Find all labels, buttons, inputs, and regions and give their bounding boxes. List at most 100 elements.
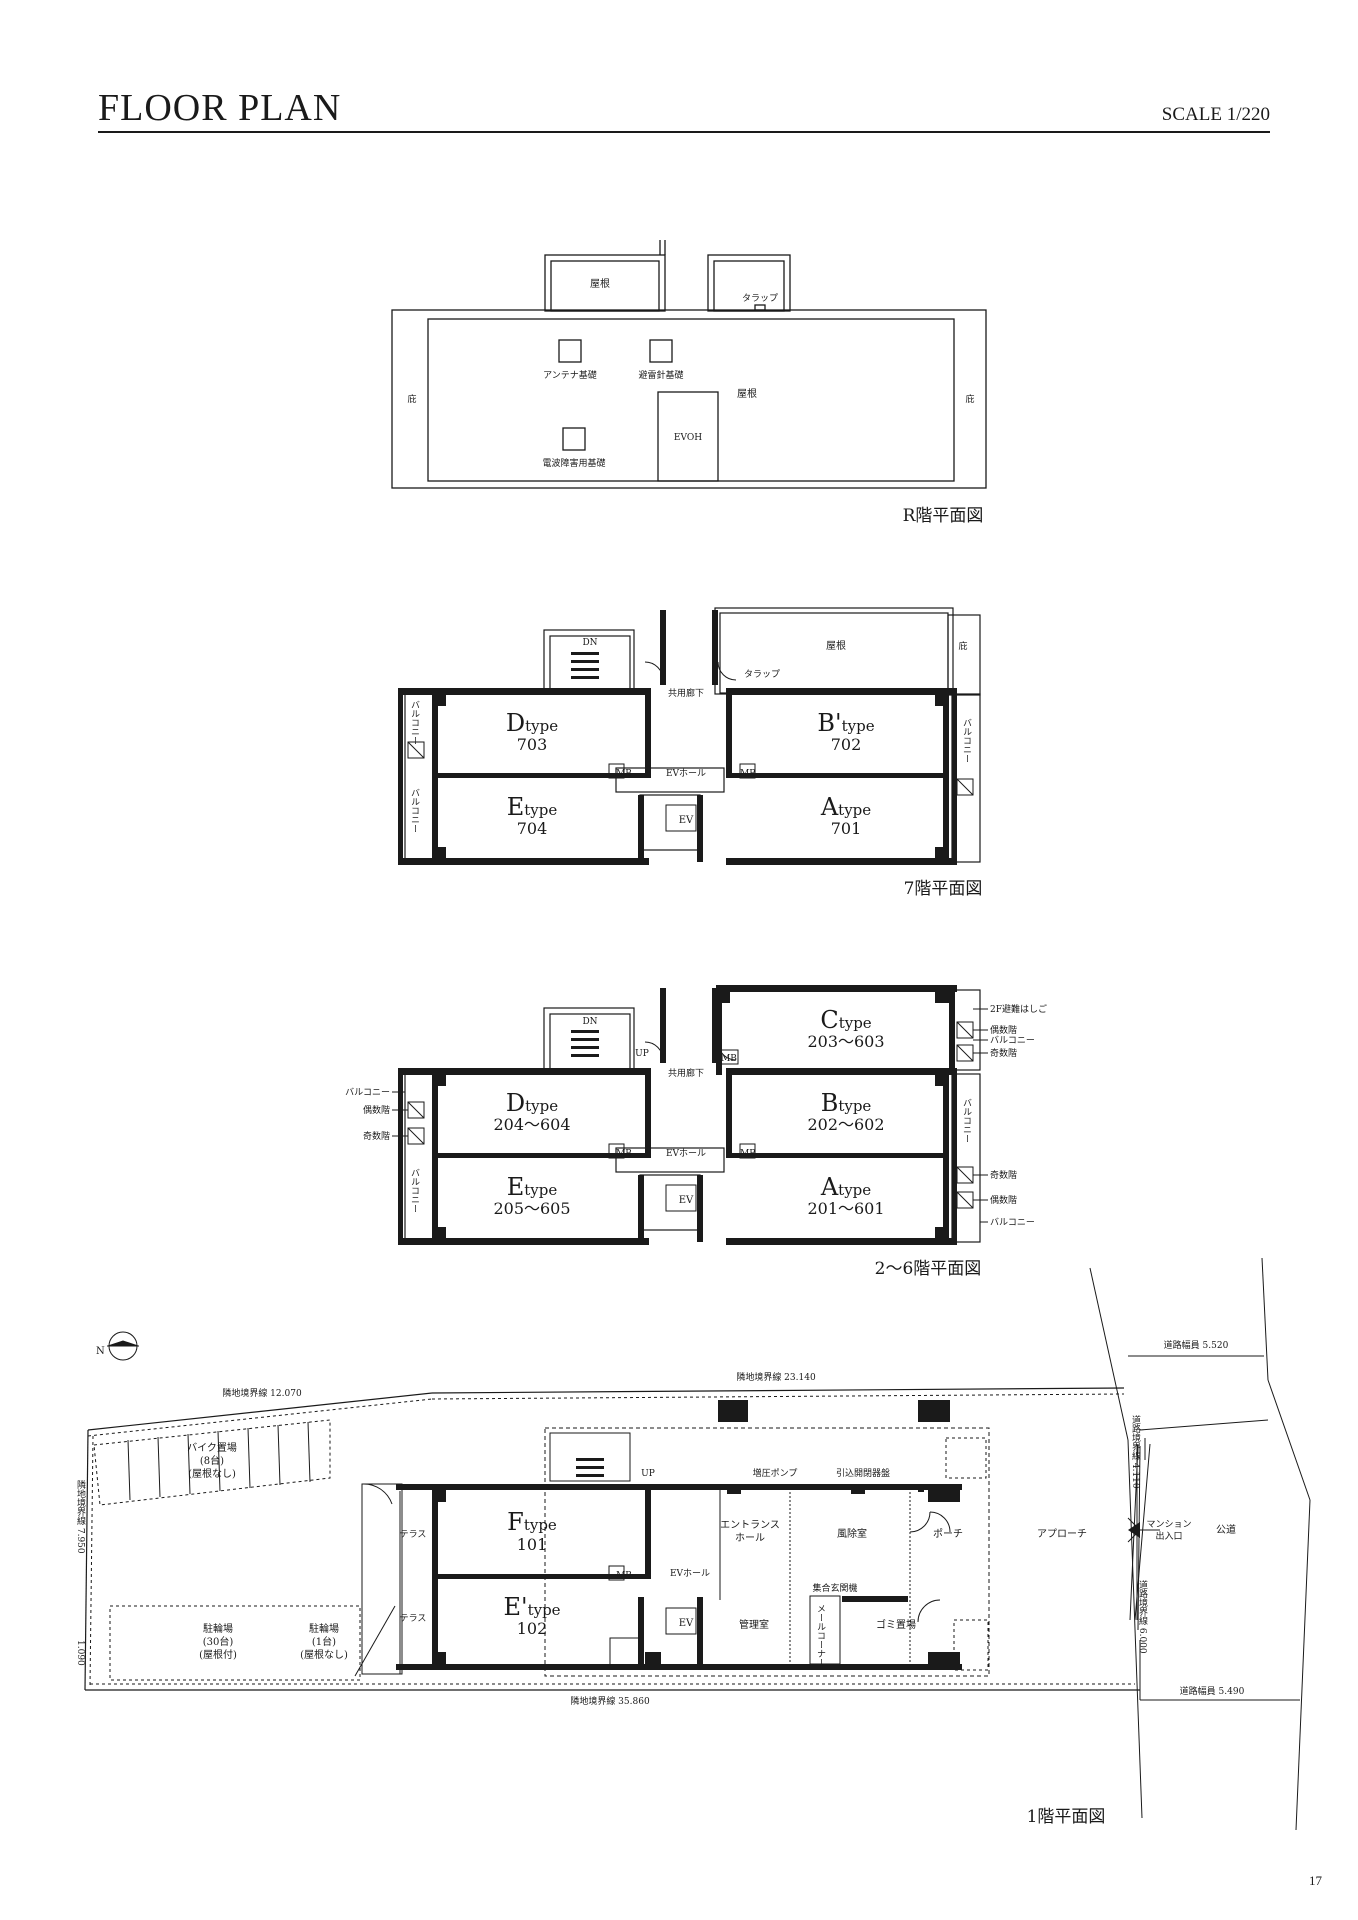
page-title: FLOOR PLAN [98, 87, 342, 129]
floor2-escape-ladder: 2F避難はしご [990, 1003, 1047, 1015]
floor7-mb-right: MB [740, 769, 756, 779]
svg-text:204〜604: 204〜604 [493, 1115, 570, 1134]
svg-text:Dtype: Dtype [506, 709, 558, 737]
svg-text:704: 704 [517, 819, 548, 838]
mansion-entrance-l2: 出入口 [1155, 1530, 1182, 1542]
svg-text:203〜603: 203〜603 [807, 1032, 884, 1051]
floor1-caption: 1階平面図 [1027, 1807, 1106, 1827]
porch-label: ポーチ [933, 1528, 963, 1540]
bike-parking-l1: バイク置場 [187, 1441, 237, 1454]
terrace-label-1: テラス [400, 1529, 427, 1540]
unit-704: Etype 704 [507, 793, 558, 838]
evoh-label: EVOH [674, 433, 702, 443]
svg-text:202〜602: 202〜602 [807, 1115, 884, 1134]
floor2-balcony-left-callout: バルコニー [345, 1087, 390, 1098]
roof-floor-caption: R階平面図 [903, 506, 984, 526]
svg-text:B'type: B'type [817, 709, 874, 737]
page-number: 17 [1309, 1873, 1322, 1888]
management-room-label: 管理室 [739, 1618, 769, 1631]
floor2to6-plan: DN UP 共用廊下 EVホール EV MB MB MB バルコニー バルコニー… [345, 985, 1047, 1279]
unit-702: B'type 702 [817, 709, 874, 754]
floor2-odd-right-2: 奇数階 [990, 1169, 1017, 1181]
floor7-trap-label: タラップ [744, 669, 780, 680]
floor7-caption: 7階平面図 [904, 879, 983, 899]
header-rule [98, 131, 1270, 133]
svg-text:Atype: Atype [820, 1173, 871, 1201]
svg-text:703: 703 [517, 735, 548, 754]
unit-204-604: Dtype 204〜604 [493, 1089, 570, 1134]
floor2-balcony-lb: バルコニー [409, 1168, 420, 1213]
antenna-base-label: アンテナ基礎 [543, 369, 597, 381]
svg-text:E'type: E'type [503, 1593, 560, 1621]
switchgear-label: 引込開閉器盤 [836, 1467, 890, 1479]
floor2-balcony-right-2: バルコニー [990, 1217, 1035, 1228]
floor2-dn: DN [582, 1017, 597, 1027]
svg-text:Ftype: Ftype [507, 1508, 557, 1536]
svg-text:205〜605: 205〜605 [493, 1199, 570, 1218]
trap-label: タラップ [742, 293, 778, 304]
mail-corner-label: メールコーナー [815, 1604, 826, 1667]
unit-203-603: Ctype 203〜603 [807, 1006, 884, 1051]
boundary-bottom-label: 隣地境界線 35.860 [570, 1695, 650, 1707]
svg-text:Dtype: Dtype [506, 1089, 558, 1117]
floor1-site-plan: N 隣地境界線 12.070 隣地境界線 23.140 隣地境界線 7.950 … [75, 1257, 1311, 1831]
floor2-mb-right: MB [740, 1149, 756, 1159]
scale-label: SCALE 1/220 [1161, 104, 1270, 125]
boundary-corner-label: 1.090 [75, 1640, 85, 1666]
boundary-top-right-label: 隣地境界線 23.140 [736, 1371, 816, 1383]
svg-text:201〜601: 201〜601 [807, 1199, 884, 1218]
north-label: N [96, 1346, 105, 1357]
eave-left-label: 庇 [407, 393, 416, 405]
booster-pump-label: 増圧ポンプ [753, 1467, 798, 1479]
bike-parking-l3: (屋根なし) [188, 1467, 236, 1480]
svg-text:Atype: Atype [820, 793, 871, 821]
bicycle-b-l2: (1台) [312, 1635, 336, 1648]
road-boundary-2-label: 道路境界線 6.000 [1137, 1579, 1148, 1654]
svg-text:702: 702 [831, 735, 862, 754]
unit-201-601: Atype 201〜601 [807, 1173, 884, 1218]
floor2-balcony-right-1: バルコニー [990, 1035, 1035, 1046]
floor7-ev-hall-label: EVホール [666, 768, 706, 779]
floor2-ev-hall-label: EVホール [666, 1148, 706, 1159]
floor2-even-right-2: 偶数階 [990, 1194, 1017, 1206]
floor2-odd-right-1: 奇数階 [990, 1047, 1017, 1059]
svg-text:Btype: Btype [821, 1089, 872, 1117]
svg-text:Etype: Etype [507, 1173, 558, 1201]
bike-parking-l2: (8台) [200, 1454, 224, 1467]
roof-floor-plan [391, 240, 987, 489]
eave-right-label: 庇 [965, 393, 974, 405]
floor2-even-left: 偶数階 [363, 1104, 390, 1116]
radio-base-label: 電波障害用基礎 [542, 457, 605, 469]
bicycle-a-l3: (屋根付) [199, 1648, 237, 1661]
floor2-up: UP [635, 1049, 649, 1059]
unit-202-602: Btype 202〜602 [807, 1089, 884, 1134]
floor2-corridor-label: 共用廊下 [668, 1067, 704, 1079]
floor7-dn: DN [582, 638, 597, 648]
svg-text:101: 101 [517, 1535, 548, 1554]
windbreak-label: 風除室 [837, 1527, 867, 1540]
roof-top-label: 屋根 [590, 277, 610, 290]
floor1-up-label: UP [641, 1469, 655, 1479]
floor7-plan: DN 屋根 庇 タラップ 共用廊下 EVホール EV MB MB バルコニー バ… [398, 607, 983, 899]
floor7-balcony-l1: バルコニー [409, 700, 420, 745]
boundary-left-label: 隣地境界線 7.950 [75, 1479, 86, 1554]
floor2-even-right-1: 偶数階 [990, 1024, 1017, 1036]
road-width-bottom-label: 道路幅員 5.490 [1180, 1685, 1245, 1697]
bicycle-b-l3: (屋根なし) [300, 1648, 348, 1661]
floor2-mb-left: MB [616, 1149, 632, 1159]
floor2-odd-left: 奇数階 [363, 1130, 390, 1142]
svg-text:102: 102 [517, 1619, 548, 1638]
garbage-label: ゴミ置場 [876, 1618, 916, 1631]
floor7-eave-label: 庇 [958, 640, 967, 652]
unit-703: Dtype 703 [506, 709, 558, 754]
floor7-balcony-r: バルコニー [961, 718, 972, 763]
roof-floor-labels: 屋根 タラップ アンテナ基礎 避雷針基礎 屋根 EVOH 電波障害用基礎 庇 庇… [407, 277, 983, 526]
floor2-balcony-r: バルコニー [961, 1098, 972, 1143]
floor1-ev-hall-label: EVホール [670, 1568, 710, 1579]
floor7-balcony-l2: バルコニー [409, 788, 420, 833]
floor2to6-caption: 2〜6階平面図 [875, 1259, 982, 1279]
public-road-label: 公道 [1216, 1523, 1236, 1536]
floor1-mb-label: MB [616, 1571, 632, 1581]
bicycle-a-l2: (30台) [203, 1635, 234, 1648]
